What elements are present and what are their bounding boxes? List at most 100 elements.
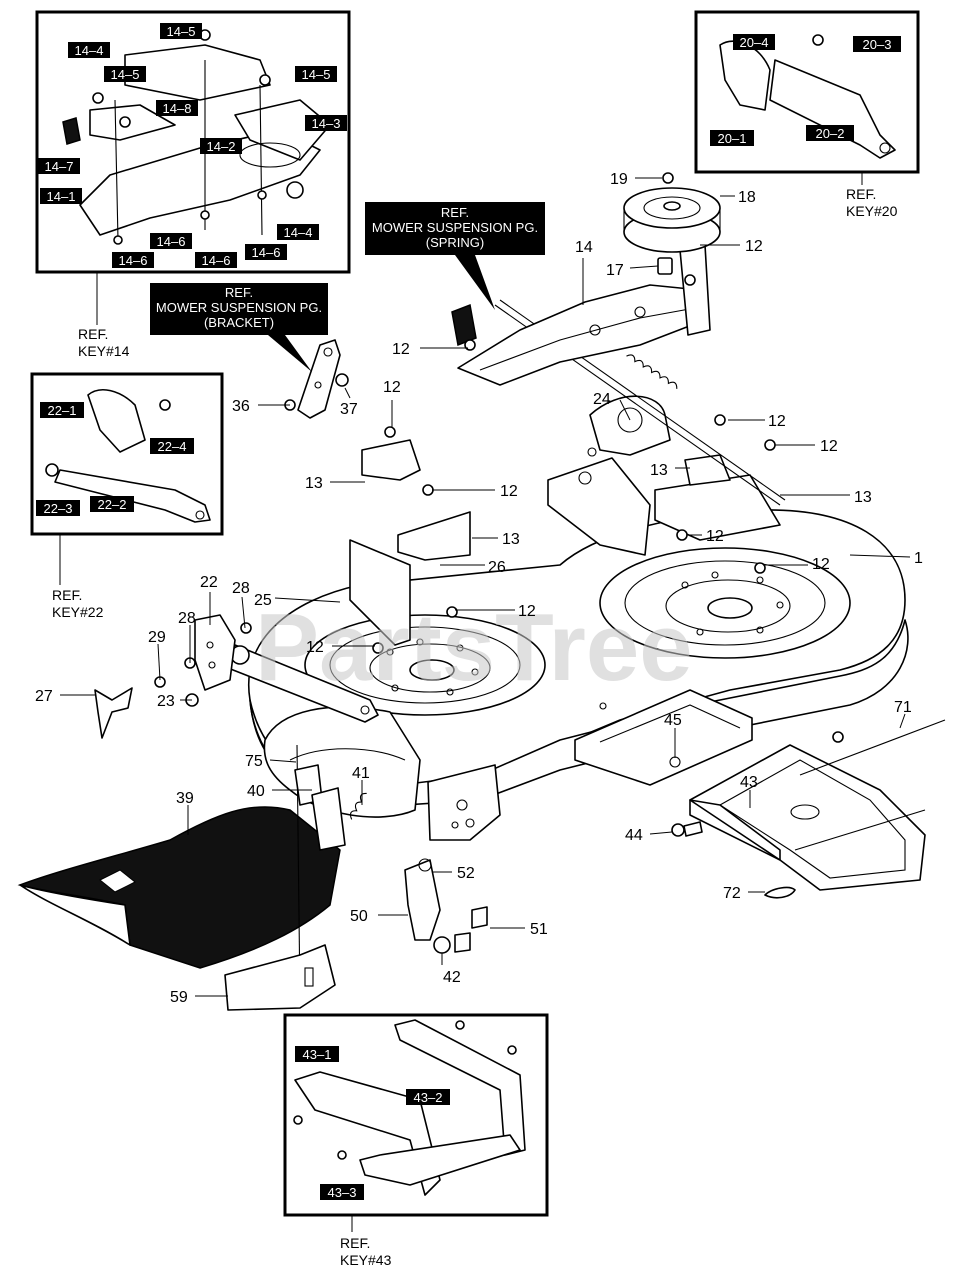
ref-note-line: REF. — [441, 205, 469, 220]
callout-number: 52 — [457, 865, 475, 882]
inset-ref-label: KEY#20 — [846, 203, 898, 219]
part-tag: 20–4 — [733, 34, 775, 50]
part-tag-label: 43–3 — [328, 1185, 357, 1200]
watermark: PartsTree — [255, 594, 693, 701]
part-tag-label: 14–5 — [167, 24, 196, 39]
ref-note-line: (BRACKET) — [204, 315, 274, 330]
callout-number: 12 — [306, 639, 324, 656]
inset-ref-label: REF. — [78, 326, 108, 342]
part-tag-label: 14–6 — [157, 234, 186, 249]
callout-number: 51 — [530, 921, 548, 938]
part-tag: 14–3 — [305, 115, 347, 131]
callout-number: 29 — [148, 629, 166, 646]
belt-cover-left[interactable] — [263, 706, 421, 818]
discharge-chute[interactable] — [17, 806, 341, 969]
callout-number: 13 — [650, 462, 668, 479]
part-tag: 14–5 — [104, 66, 146, 82]
anti-scalp-bracket[interactable] — [404, 858, 488, 954]
hitch-pin[interactable] — [764, 886, 796, 899]
bracket-36[interactable] — [297, 339, 341, 419]
part-tag: 20–2 — [806, 125, 854, 141]
part-tag: 14–6 — [150, 233, 192, 249]
callout-number: 59 — [170, 989, 188, 1006]
part-tag: 14–5 — [295, 66, 337, 82]
callout-number: 37 — [340, 401, 358, 418]
part-tag-label: 20–4 — [740, 35, 769, 50]
callouts: 1 12 12 12 12 12 12 12 12 12 12 13 13 13… — [35, 171, 923, 1006]
inset-ref-label: KEY#43 — [340, 1252, 392, 1268]
callout-number: 12 — [706, 528, 724, 545]
callout-number: 12 — [500, 483, 518, 500]
part-tag-label: 43–1 — [303, 1047, 332, 1062]
callout-number: 50 — [350, 908, 368, 925]
callout-number: 13 — [305, 475, 323, 492]
callout-number: 12 — [383, 379, 401, 396]
rear-baffle-left[interactable] — [349, 439, 471, 646]
callout-number: 22 — [200, 574, 218, 591]
part-tag: 14–8 — [156, 100, 198, 116]
part-tag: 14–5 — [160, 23, 202, 39]
part-tag-label: 14–5 — [302, 67, 331, 82]
chute-hinge-rod[interactable] — [294, 744, 346, 1001]
callout-number: 18 — [738, 189, 756, 206]
callout-number: 28 — [178, 610, 196, 627]
callout-number: 24 — [593, 391, 611, 408]
wing-nut[interactable] — [94, 687, 133, 739]
callout-number: 41 — [352, 765, 370, 782]
front-hanger-bracket[interactable] — [427, 764, 501, 841]
callout-number: 75 — [245, 753, 263, 770]
inset-ref-label: REF. — [846, 186, 876, 202]
rear-baffle-right[interactable] — [654, 454, 781, 541]
part-tag-label: 22–3 — [44, 501, 73, 516]
idler-pulley[interactable] — [623, 187, 721, 253]
chute-spring[interactable] — [348, 791, 367, 820]
inset-key-22: 22–1 22–4 22–3 22–2 REF. KEY#22 — [30, 372, 224, 620]
idler-arm-bracket[interactable] — [547, 395, 671, 556]
inset-ref-label: REF. — [340, 1235, 370, 1251]
ref-note-spring: REF. MOWER SUSPENSION PG. (SPRING) — [365, 202, 545, 310]
part-tag-label: 20–2 — [816, 126, 845, 141]
part-tag: 22–1 — [40, 402, 84, 418]
part-tag: 43–1 — [295, 1046, 339, 1062]
callout-number: 72 — [723, 885, 741, 902]
part-tag: 22–3 — [36, 500, 80, 516]
inset-ref-label: KEY#14 — [78, 343, 130, 359]
inset-key-20: 20–4 20–3 20–1 20–2 REF. KEY#20 — [694, 10, 920, 219]
part-tag-label: 14–1 — [47, 189, 76, 204]
callout-number: 14 — [575, 239, 593, 256]
callout-number: 12 — [392, 341, 410, 358]
part-tag-label: 14–5 — [111, 67, 140, 82]
part-tag-label: 14–4 — [284, 225, 313, 240]
mower-deck-housing[interactable] — [247, 509, 909, 809]
part-tag: 14–1 — [40, 188, 82, 204]
engagement-bracket[interactable] — [451, 244, 711, 386]
part-tag-label: 14–6 — [119, 253, 148, 268]
shoulder-bolt-44[interactable] — [671, 821, 703, 837]
callout-number: 25 — [254, 592, 272, 609]
callout-number: 44 — [625, 827, 643, 844]
callout-number: 40 — [247, 783, 265, 800]
part-tag: 20–1 — [710, 130, 754, 146]
part-tag: 22–4 — [150, 438, 194, 454]
callout-number: 45 — [664, 712, 682, 729]
callout-number: 71 — [894, 699, 912, 716]
part-tag: 14–6 — [112, 252, 154, 268]
part-tag-label: 22–2 — [98, 497, 127, 512]
inset-key-43: 43–1 43–2 43–3 REF. KEY#43 — [283, 1013, 549, 1268]
chute-mount-plate[interactable] — [224, 944, 336, 1011]
pulley-spacer[interactable] — [657, 257, 673, 275]
ref-note-line: MOWER SUSPENSION PG. — [156, 300, 322, 315]
part-tag: 20–3 — [853, 36, 901, 52]
front-mount-bracket-right[interactable] — [574, 689, 753, 786]
part-tag-label: 14–6 — [202, 253, 231, 268]
part-tag-label: 14–3 — [312, 116, 341, 131]
part-tag-label: 14–8 — [163, 101, 192, 116]
part-tag: 14–2 — [200, 138, 242, 154]
callout-number: 12 — [812, 556, 830, 573]
front-hitch-frame[interactable] — [689, 719, 946, 891]
part-tag: 14–6 — [195, 252, 237, 268]
callout-number: 27 — [35, 688, 53, 705]
part-tag: 14–7 — [38, 158, 80, 174]
callout-number: 12 — [518, 603, 536, 620]
deck-link-arm[interactable] — [194, 614, 379, 723]
